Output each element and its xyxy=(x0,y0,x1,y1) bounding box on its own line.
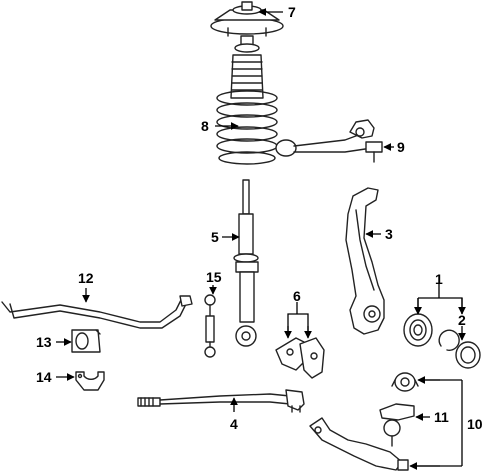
ball-joint-part xyxy=(379,403,415,447)
callout-7: 7 xyxy=(288,4,296,20)
callout-1: 1 xyxy=(435,271,443,287)
callout-9: 9 xyxy=(397,139,405,155)
stabilizer-bar-part xyxy=(1,295,193,329)
callout-14: 14 xyxy=(36,369,52,385)
strut-rod-part xyxy=(137,389,305,413)
callout-15: 15 xyxy=(206,269,222,285)
stabilizer-link-part xyxy=(204,294,216,358)
lower-arm-bushing-part xyxy=(391,372,419,392)
shock-absorber-part xyxy=(233,179,259,347)
callout-11: 11 xyxy=(434,409,449,425)
bracket-part xyxy=(275,337,325,379)
seal-part xyxy=(455,341,481,369)
callout-2: 2 xyxy=(458,312,466,328)
coil-spring-part xyxy=(216,90,278,165)
dust-boot-part xyxy=(230,35,264,99)
hub-bearing-part xyxy=(403,313,433,347)
steering-knuckle-part xyxy=(345,187,385,335)
lower-control-arm-part xyxy=(309,417,409,471)
callout-5: 5 xyxy=(211,229,219,245)
callout-3: 3 xyxy=(385,226,393,242)
strut-mount-part xyxy=(210,1,284,37)
snap-ring-part xyxy=(438,329,460,351)
bushing-bracket-part xyxy=(75,371,105,391)
callout-6: 6 xyxy=(293,288,301,304)
callout-13: 13 xyxy=(36,334,52,350)
callout-10: 10 xyxy=(467,416,483,432)
callout-8: 8 xyxy=(201,118,209,134)
callout-4: 4 xyxy=(230,416,238,432)
callout-12: 12 xyxy=(78,270,94,286)
stabilizer-bushing-part xyxy=(71,329,101,353)
upper-control-arm-part xyxy=(275,119,383,163)
